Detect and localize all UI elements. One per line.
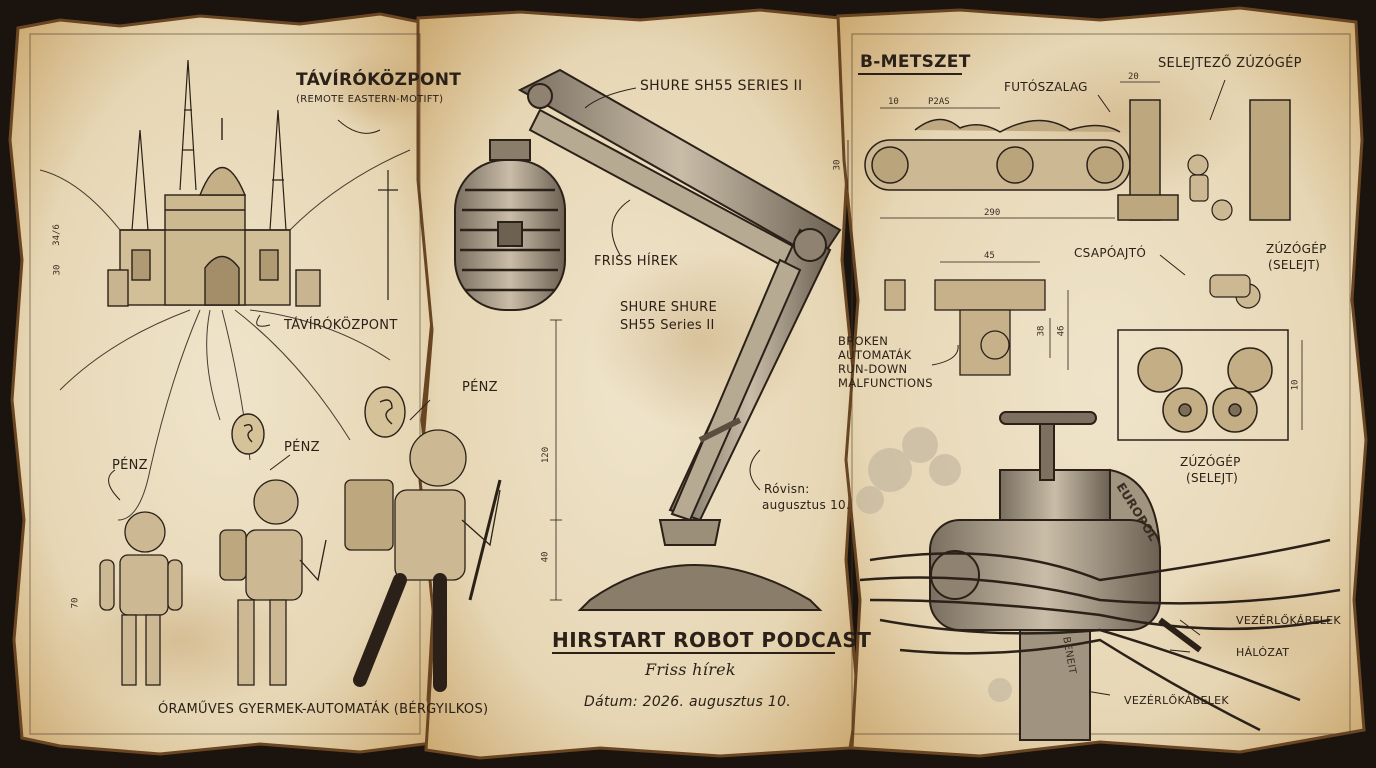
crusher-chamber	[1117, 99, 1291, 221]
dim-45: 45	[984, 251, 995, 261]
broken-line-3: RUN-DOWN	[838, 362, 908, 376]
mic-head	[454, 139, 566, 311]
date-note-2: augusztus 10.	[762, 498, 851, 512]
cables-label-top: VEZÉRLŐKÁBELEK	[1236, 614, 1341, 627]
dim-290: 290	[984, 208, 1001, 218]
dim-38: 38	[1036, 325, 1047, 337]
conveyor-label: FUTÓSZALAG	[1004, 80, 1088, 94]
telegraph-building	[107, 118, 321, 307]
conveyor-belt	[864, 118, 1131, 191]
money-label-left: PÉNZ	[112, 458, 148, 473]
friss-hirek-label: FRISS HÍREK	[594, 254, 678, 269]
leader-lines	[108, 79, 1226, 696]
control-cables	[859, 538, 1341, 732]
telegraph-wires	[39, 149, 411, 521]
dim-46: 46	[1056, 325, 1067, 337]
crusher-label-bottom-a: ZÚZÓGÉP	[1180, 455, 1241, 469]
dim-30: 30	[832, 159, 843, 171]
vise	[929, 411, 1202, 741]
money-label-middle: PÉNZ	[284, 440, 320, 455]
dim-tower: 34/6	[51, 224, 62, 246]
dim-20: 20	[1128, 72, 1139, 82]
robot-child-medium	[219, 479, 327, 686]
podcast-subtitle: Friss hírek	[645, 660, 736, 679]
money-label-right: PÉNZ	[462, 380, 498, 395]
section-title: B-METSZET	[860, 52, 971, 72]
crusher-label-top-a: ZÚZÓGÉP	[1266, 242, 1327, 256]
crusher-label-top-b: (SELEJT)	[1268, 258, 1321, 272]
gear-crusher	[1117, 329, 1289, 441]
dim-10: 10	[888, 97, 899, 107]
telegraph-label: TÁVÍRÓKÖZPONT	[284, 318, 398, 333]
broken-line-2: AUTOMATÁK	[838, 348, 912, 362]
mic-model-mid-2: SH55 Series II	[620, 318, 715, 333]
smoke-puffs	[856, 427, 1012, 702]
section-cut-mechanism	[884, 279, 1046, 376]
telegraph-subtitle: (REMOTE EASTERN-MOTIFT)	[296, 94, 444, 105]
telegraph-title: TÁVÍRÓKÖZPONT	[296, 70, 462, 90]
automata-caption: ÓRAMŰVES GYERMEK-AUTOMATÁK (BÉRGYILKOS)	[158, 702, 489, 717]
dim-p2as: P2AS	[928, 97, 950, 107]
crusher-title: SELEJTEZŐ ZÚZÓGÉP	[1158, 56, 1302, 71]
falling-robots	[1187, 154, 1261, 309]
broken-line-4: MALFUNCTIONS	[838, 376, 933, 390]
podcast-title: HIRSTART ROBOT PODCAST	[552, 628, 872, 652]
cables-label-bottom: VEZÉRLŐKÁBELEK	[1124, 694, 1229, 707]
podcast-date: Dátum: 2026. augusztus 10.	[584, 694, 792, 710]
antenna-towers	[131, 59, 398, 300]
broken-line-1: BROKEN	[838, 334, 889, 348]
robot-child-large	[344, 429, 502, 692]
dim-robot-height: 70	[70, 597, 81, 609]
mic-arm	[517, 68, 842, 611]
date-note-1: Róvisn:	[764, 482, 810, 496]
crusher-label-bottom-b: (SELEJT)	[1186, 471, 1239, 485]
dim-arm-120: 120	[541, 446, 552, 464]
coin-graphics	[231, 386, 406, 455]
dim-10b: 10	[1290, 379, 1301, 391]
mic-model-top: SHURE SH55 SERIES II	[640, 78, 803, 94]
trapdoor-label: CSAPÓAJTÓ	[1074, 246, 1147, 260]
robot-child-small	[99, 511, 183, 686]
dim-arm-40: 40	[540, 551, 551, 563]
network-label: HÁLÓZAT	[1236, 646, 1290, 659]
dim-left: 30	[52, 264, 63, 276]
mic-model-mid-1: SHURE SHURE	[620, 300, 718, 315]
